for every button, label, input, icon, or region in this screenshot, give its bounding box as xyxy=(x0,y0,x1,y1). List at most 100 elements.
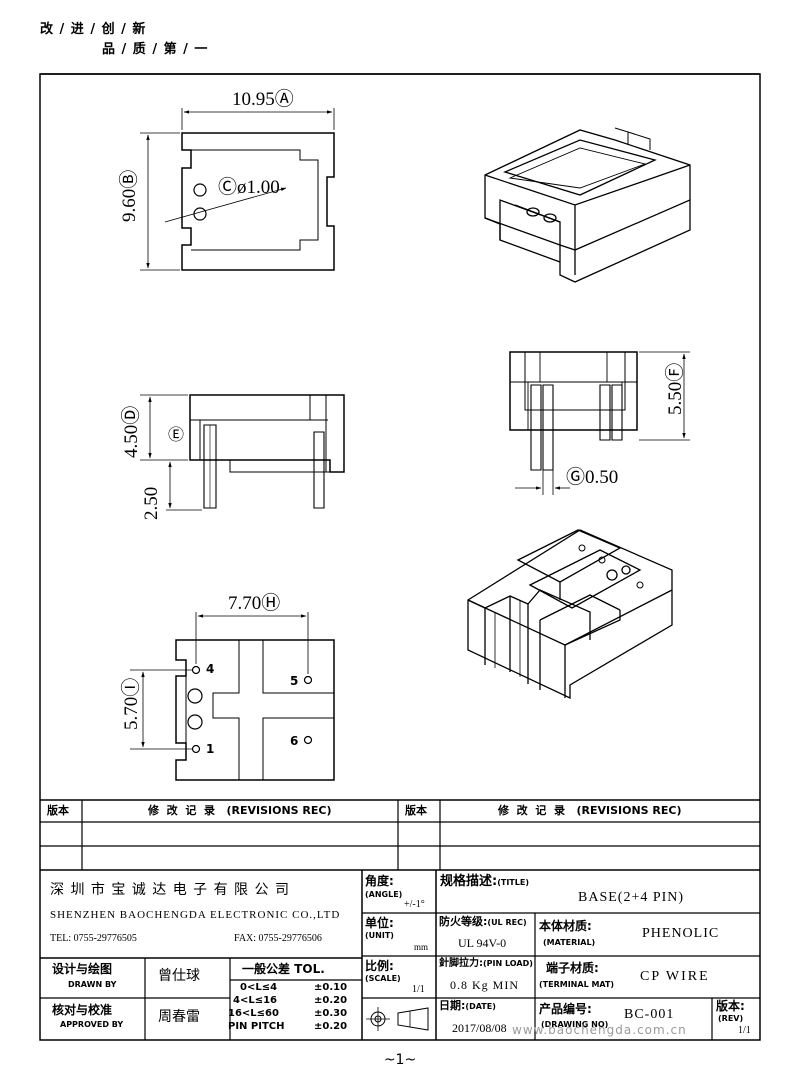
dim-f-label: 5.50Ⓕ xyxy=(665,362,686,415)
dim-d-label: 4.50Ⓓ xyxy=(121,405,142,458)
title-value: BASE(2+4 PIN) xyxy=(578,890,685,905)
tol-value-0: ±0.10 xyxy=(314,982,348,993)
sheet-frame xyxy=(39,73,761,1041)
dim-b-value: 9.60 xyxy=(119,188,140,222)
material-value: PHENOLIC xyxy=(642,926,720,941)
dim-b-label: 9.60Ⓑ xyxy=(119,169,140,222)
dim-c-value: ø1.00 xyxy=(237,177,280,198)
pinload-label-sub: (PIN LOAD) xyxy=(483,959,533,968)
drawing-label: 产品编号: xyxy=(539,1002,592,1016)
dim-d-value: 4.50 xyxy=(121,424,142,458)
dim-i-value: 5.70 xyxy=(121,696,142,730)
rev-label: 版本: xyxy=(716,999,745,1013)
company-name-cn: 深 圳 市 宝 诚 达 电 子 有 限 公 司 xyxy=(50,882,290,898)
terminal-label: 端子材质: xyxy=(546,961,599,975)
date-value: 2017/08/08 xyxy=(452,1021,507,1035)
date-label-sub: (DATE) xyxy=(465,1002,496,1011)
date-label: 日期:(DATE) xyxy=(439,1000,496,1011)
terminal-sub: (TERMINAL MAT) xyxy=(539,980,615,989)
pin-label-4: 4 xyxy=(206,662,215,676)
dim-h-value: 7.70 xyxy=(228,593,262,614)
dim-i-letter: Ⓘ xyxy=(121,677,142,697)
tol-title: 一般公差 TOL. xyxy=(242,962,325,976)
dim-d-letter: Ⓓ xyxy=(121,405,142,425)
pinload-label-cn: 針脚拉力: xyxy=(439,958,483,969)
rev-value: 1/1 xyxy=(738,1025,751,1036)
dim-c-letter: Ⓒ xyxy=(218,177,238,198)
tol-value-3: ±0.20 xyxy=(314,1021,348,1032)
angle-label: 角度: xyxy=(365,874,394,888)
rev-sub: (REV) xyxy=(718,1014,744,1023)
drawn-sub: DRAWN BY xyxy=(68,980,117,989)
angle-value: +/-1° xyxy=(404,899,425,910)
drawn-label: 设计与绘图 xyxy=(52,962,113,976)
approved-label: 核对与校准 xyxy=(52,1003,113,1017)
dim-g-value: 0.50 xyxy=(585,467,619,488)
iso-view-top xyxy=(484,127,691,283)
tol-value-1: ±0.20 xyxy=(314,995,348,1006)
unit-label: 单位: xyxy=(365,916,394,930)
angle-sub: (ANGLE) xyxy=(365,890,403,899)
slogan-line-1: 改 / 进 / 创 / 新 xyxy=(40,22,147,37)
fire-label-cn: 防火等级: xyxy=(439,915,488,928)
iso-view-bottom xyxy=(467,529,673,700)
company-tel: TEL: 0755-29776505 xyxy=(50,933,137,944)
company-name-en: SHENZHEN BAOCHENGDA ELECTRONIC CO.,LTD xyxy=(50,909,341,921)
pinload-label: 針脚拉力:(PIN LOAD) xyxy=(439,959,533,969)
dim-a-label: 10.95Ⓐ xyxy=(232,90,294,109)
side-view xyxy=(140,394,345,511)
rec-header-left: 修 改 记 录 (REVISIONS REC) xyxy=(148,804,332,817)
approved-value: 周春雷 xyxy=(158,1009,200,1025)
drawing-value: BC-001 xyxy=(624,1007,675,1022)
title-label: 规格描述:(TITLE) xyxy=(440,875,529,888)
scale-sub: (SCALE) xyxy=(365,974,401,983)
material-sub: (MATERIAL) xyxy=(543,938,596,947)
fire-value: UL 94V-0 xyxy=(458,936,507,950)
scale-value: 1/1 xyxy=(412,984,425,995)
page-number: ~1~ xyxy=(383,1052,417,1068)
rev-header-right: 版本 xyxy=(405,804,427,817)
dim-i-label: 5.70Ⓘ xyxy=(121,677,142,730)
dim-h-label: 7.70Ⓗ xyxy=(228,594,280,613)
pin-label-5: 5 xyxy=(290,674,299,688)
dim-c-label: Ⓒø1.00 xyxy=(218,178,280,197)
material-label: 本体材质: xyxy=(539,919,592,933)
dim-h-letter: Ⓗ xyxy=(261,593,281,614)
tol-range-1: 4<L≤16 xyxy=(233,995,278,1006)
tol-range-3: PIN PITCH xyxy=(228,1021,285,1032)
watermark: www.baochengda.com.cn xyxy=(512,1023,687,1037)
title-label-cn: 规格描述: xyxy=(440,874,498,889)
title-block xyxy=(40,870,760,1040)
approved-sub: APPROVED BY xyxy=(60,1020,124,1029)
top-view xyxy=(140,108,335,271)
drawing-sub: (DRAWING NO) xyxy=(541,1020,609,1029)
fire-label: 防火等级:(UL REC) xyxy=(439,916,527,927)
dim-b-letter: Ⓑ xyxy=(119,169,140,189)
pin-label-6: 6 xyxy=(290,734,299,748)
pin-label-1: 1 xyxy=(206,742,215,756)
front-view xyxy=(509,351,690,495)
rec-header-right: 修 改 记 录 (REVISIONS REC) xyxy=(498,804,682,817)
drawn-value: 曾仕球 xyxy=(158,968,200,984)
dim-e-value: 2.50 xyxy=(141,486,162,520)
date-label-cn: 日期: xyxy=(439,999,466,1012)
dim-a-value: 10.95 xyxy=(232,89,275,110)
tol-range-0: 0<L≤4 xyxy=(240,982,278,993)
dim-g-label: Ⓖ0.50 xyxy=(566,468,618,487)
bottom-view xyxy=(130,612,335,781)
slogan-line-2: 品 / 质 / 第 / 一 xyxy=(102,42,209,57)
scale-label: 比例: xyxy=(365,959,394,973)
fire-label-sub: (UL REC) xyxy=(487,918,527,927)
company-fax: FAX: 0755-29776506 xyxy=(234,933,322,944)
unit-value: mm xyxy=(414,942,429,952)
dim-g-letter: Ⓖ xyxy=(566,467,586,488)
terminal-value: CP WIRE xyxy=(640,969,710,984)
unit-sub: (UNIT) xyxy=(365,931,394,940)
pinload-value: 0.8 Kg MIN xyxy=(450,978,519,992)
rev-header-left: 版本 xyxy=(47,804,69,817)
title-label-sub: (TITLE) xyxy=(497,878,529,887)
dim-a-letter: Ⓐ xyxy=(274,89,294,110)
dim-f-letter: Ⓕ xyxy=(665,362,686,382)
tol-range-2: 16<L≤60 xyxy=(228,1008,279,1019)
dim-e-letter: Ⓔ xyxy=(168,427,185,444)
